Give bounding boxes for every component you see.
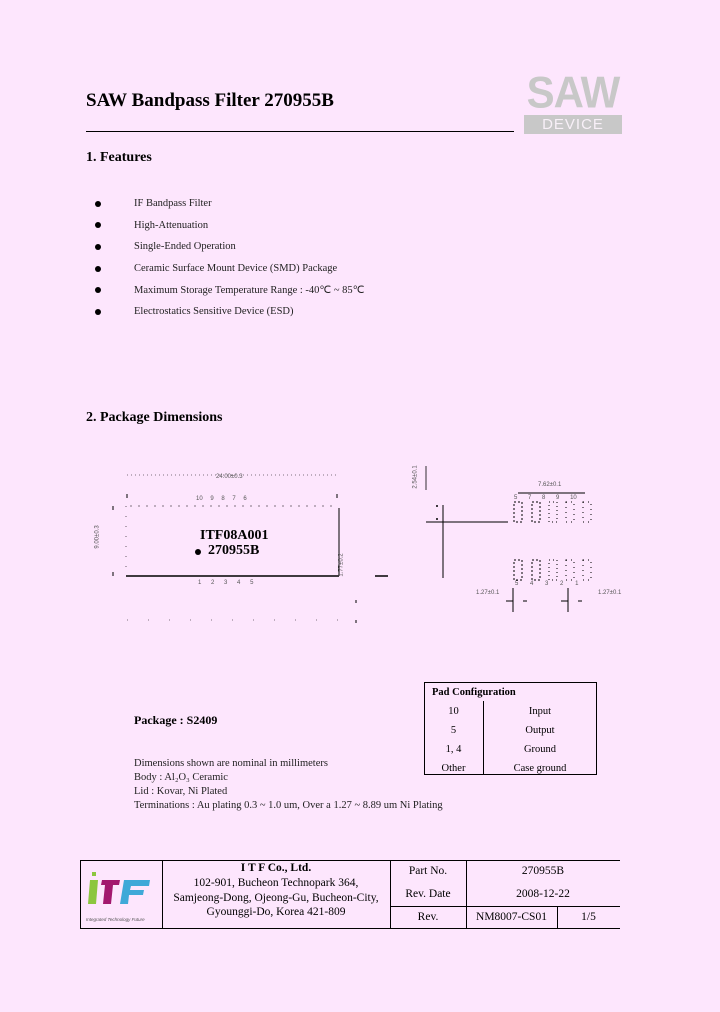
- feature-item: Maximum Storage Temperature Range : -40℃…: [95, 279, 364, 301]
- features-list: IF Bandpass Filter High-Attenuation Sing…: [95, 193, 364, 323]
- bullet-icon: [95, 308, 101, 315]
- feature-item: IF Bandpass Filter: [95, 193, 364, 215]
- address-line-3: Gyounggi-Do, Korea 421-809: [206, 906, 346, 918]
- rev-value: NM8007-CS01: [476, 911, 547, 923]
- itf-logo-icon: [88, 872, 150, 904]
- logo-device-text: DEVICE: [524, 115, 622, 134]
- bottom-view-lines: [425, 466, 592, 612]
- pad-table-divider: [483, 701, 484, 775]
- pad-configuration-frame: [424, 682, 597, 775]
- rev-date-label: Rev. Date: [405, 888, 451, 900]
- note-body: Body : Al₂O₃ Ceramic: [134, 772, 228, 783]
- page-number: 1/5: [581, 911, 596, 923]
- package-dimensions-heading: 2. Package Dimensions: [86, 410, 223, 425]
- itf-logo: Integrated Technology Future: [86, 866, 156, 924]
- bottom-view-bottom-pin-labels: 5 4 3 2 1: [515, 581, 579, 587]
- feature-item: Electrostatics Sensitive Device (ESD): [95, 301, 364, 323]
- title-divider: [86, 131, 514, 132]
- address-line-1: 102-901, Bucheon Technopark 364,: [193, 877, 359, 889]
- bottom-view-top-pin-labels: 5 7 8 9 10: [514, 495, 577, 501]
- bottom-pin-labels: 1 2 3 4 5: [198, 580, 254, 586]
- top-view-drawing: 24.00±0.3 9.00±0.3 1.77±0.2 10 9 8 7 6 1…: [95, 470, 400, 635]
- bullet-icon: [95, 243, 101, 250]
- company-name: I T F Co., Ltd.: [240, 862, 312, 874]
- thickness-dimension-label: 1.77±0.2: [338, 553, 345, 577]
- package-notes: Dimensions shown are nominal in millimet…: [134, 757, 443, 813]
- features-heading: 1. Features: [86, 150, 152, 165]
- part-no-label: Part No.: [408, 865, 448, 877]
- feature-item: Single-Ended Operation: [95, 236, 364, 258]
- rev-date-value: 2008-12-22: [516, 888, 570, 900]
- right-pad-dimension-label: 1.27±0.1: [598, 590, 622, 596]
- note-lid: Lid : Kovar, Ni Plated: [134, 786, 228, 797]
- footer-block: Integrated Technology Future I T F Co., …: [80, 860, 620, 929]
- marking-line-1: ITF08A001: [200, 528, 269, 543]
- note-terminations: Terminations : Au plating 0.3 ~ 1.0 um, …: [134, 800, 443, 811]
- saw-device-logo: SAW DEVICE: [524, 67, 622, 135]
- feature-item: Ceramic Surface Mount Device (SMD) Packa…: [95, 258, 364, 280]
- height-dimension-label: 9.00±0.3: [94, 525, 101, 549]
- feature-item: High-Attenuation: [95, 215, 364, 237]
- left-pad-dimension-label: 1.27±0.1: [476, 590, 500, 596]
- top-view-lines: [112, 474, 388, 623]
- bullet-icon: [95, 200, 101, 207]
- bullet-icon: [95, 222, 101, 229]
- note-dimensions: Dimensions shown are nominal in millimet…: [134, 758, 328, 769]
- pin1-dot-icon: [195, 549, 201, 555]
- address-line-2: Samjeong-Dong, Ojeong-Gu, Bucheon-City,: [173, 892, 379, 904]
- package-label: Package : S2409: [134, 713, 218, 727]
- pitch-dimension-label: 2.54±0.1: [412, 465, 419, 489]
- logo-tagline: Integrated Technology Future: [86, 917, 145, 922]
- pad-table-title: Pad Configuration: [432, 686, 516, 698]
- part-no-value: 270955B: [521, 865, 565, 877]
- bullet-icon: [95, 287, 101, 294]
- document-title: SAW Bandpass Filter 270955B: [86, 90, 334, 111]
- top-pads: [513, 501, 592, 523]
- width-dimension-label: 24.00±0.3: [216, 474, 243, 480]
- span-dimension-label: 7.62±0.1: [538, 482, 562, 488]
- marking-line-2: 270955B: [208, 543, 260, 558]
- bottom-pads: [513, 559, 592, 581]
- logo-saw-text: SAW: [526, 67, 621, 118]
- top-pin-labels: 10 9 8 7 6: [196, 496, 247, 502]
- rev-label: Rev.: [417, 911, 439, 923]
- bullet-icon: [95, 265, 101, 272]
- bottom-view-drawing: 2.54±0.1 7.62±0.1 1.27±0.1 1.27±0.1 5 7 …: [410, 460, 670, 630]
